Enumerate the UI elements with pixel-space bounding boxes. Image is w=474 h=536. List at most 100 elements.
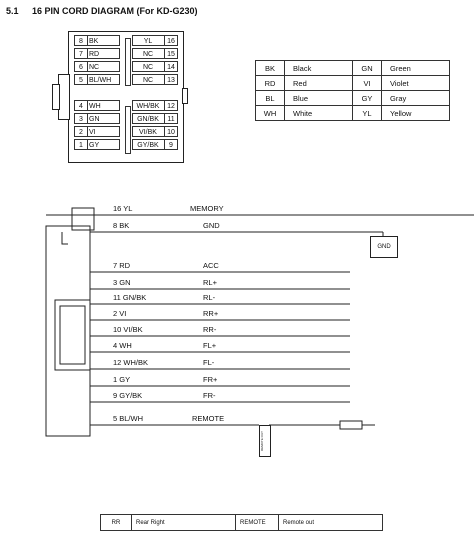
legend-color-name: Violet bbox=[381, 75, 450, 91]
legend-color-name: Gray bbox=[381, 90, 450, 106]
pin-color: VI/BK bbox=[139, 129, 157, 136]
pin-color: GY bbox=[89, 142, 100, 149]
legend-color-name: Yellow bbox=[381, 105, 450, 121]
pin-number: 6 bbox=[75, 62, 88, 71]
unit-top-plug bbox=[71, 207, 95, 231]
legend-color-name: Green bbox=[381, 60, 450, 76]
wire-pin-label: 16 YL bbox=[113, 204, 133, 213]
pin-color: NC bbox=[89, 64, 100, 71]
pin-number: 7 bbox=[75, 49, 88, 58]
pin-color: BL/WH bbox=[89, 77, 112, 84]
connector-pin-10: VI/BK 10 bbox=[132, 126, 178, 137]
section-number: 5.1 bbox=[6, 6, 19, 16]
pin-number: 8 bbox=[75, 36, 88, 45]
wire-function: FR+ bbox=[203, 375, 218, 384]
wire-pin-label: 12 WH/BK bbox=[113, 358, 149, 367]
legend-code: YL bbox=[352, 105, 382, 121]
pin-number: 2 bbox=[75, 127, 88, 136]
pin-color: GN bbox=[89, 116, 100, 123]
pin-color: NC bbox=[142, 64, 154, 71]
pin-number: 10 bbox=[164, 127, 177, 136]
unit-notch bbox=[61, 232, 68, 245]
pin-color: NC bbox=[142, 51, 154, 58]
connector-latch-inner bbox=[52, 84, 60, 110]
connector-center-slot bbox=[125, 38, 131, 86]
pin-color: NC bbox=[142, 77, 154, 84]
wire-pin-label: 9 GY/BK bbox=[113, 391, 143, 400]
connector-pin-15: NC 15 bbox=[132, 48, 178, 59]
pin-number: 1 bbox=[75, 140, 88, 149]
pin-number: 12 bbox=[164, 101, 177, 110]
wire-pin-label: 5 BL/WH bbox=[113, 414, 144, 423]
wire-function: REMOTE bbox=[192, 414, 225, 423]
wire-pin-label: 11 GN/BK bbox=[113, 293, 147, 302]
pin-number: 14 bbox=[164, 62, 177, 71]
pin-color: GN/BK bbox=[137, 116, 159, 123]
wire-function: RL- bbox=[203, 293, 216, 302]
remote-out-connector: REMOTE OUT bbox=[259, 425, 271, 457]
legend-code: WH bbox=[255, 105, 285, 121]
legend-color-name: Red bbox=[284, 75, 353, 91]
wire-pin-label: 7 RD bbox=[113, 261, 131, 270]
pin-number: 5 bbox=[75, 75, 88, 84]
legend-code: GY bbox=[352, 90, 382, 106]
abbreviation-table: RR Rear Right REMOTE Remote out bbox=[100, 514, 383, 531]
pin-number: 16 bbox=[164, 36, 177, 45]
legend-code: RD bbox=[255, 75, 285, 91]
pin-number: 9 bbox=[164, 140, 177, 149]
wire-function: RL+ bbox=[203, 278, 217, 287]
pin-number: 4 bbox=[75, 101, 88, 110]
pin-color: GY/BK bbox=[137, 142, 159, 149]
unit-connector-block bbox=[54, 299, 91, 371]
pin-color: VI bbox=[89, 129, 96, 136]
gnd-terminal: GND bbox=[370, 236, 398, 258]
wire-pin-label: 8 BK bbox=[113, 221, 130, 230]
wire-function: FL- bbox=[203, 358, 215, 367]
unit-body bbox=[45, 225, 91, 437]
abbr-name: Remote out bbox=[278, 514, 383, 531]
pin-color: WH bbox=[89, 103, 101, 110]
pin-color: BK bbox=[89, 38, 99, 45]
wire-pin-label: 4 WH bbox=[113, 341, 132, 350]
legend-code: VI bbox=[352, 75, 382, 91]
abbr-name: Rear Right bbox=[131, 514, 236, 531]
wire-pin-label: 2 VI bbox=[113, 309, 127, 318]
page-title: 5.1 16 PIN CORD DIAGRAM (For KD-G230) bbox=[6, 6, 198, 16]
head-unit-outline bbox=[45, 207, 95, 437]
wire-function: MEMORY bbox=[190, 204, 224, 213]
connector-pin-11: GN/BK 11 bbox=[132, 113, 178, 124]
connector-pin-9: GY/BK 9 bbox=[132, 139, 178, 150]
unit-connector-inner bbox=[59, 305, 86, 365]
connector-pin-14: NC 14 bbox=[132, 61, 178, 72]
wire-function: FL+ bbox=[203, 341, 217, 350]
connector-pin-13: NC 13 bbox=[132, 74, 178, 85]
section-title: 16 PIN CORD DIAGRAM (For KD-G230) bbox=[32, 6, 198, 16]
wire-function: RR+ bbox=[203, 309, 219, 318]
legend-color-name: Blue bbox=[284, 90, 353, 106]
pin-number: 3 bbox=[75, 114, 88, 123]
pin-number: 15 bbox=[164, 49, 177, 58]
legend-code: BL bbox=[255, 90, 285, 106]
pin-color: WH/BK bbox=[136, 103, 160, 110]
pin-color: YL bbox=[143, 38, 153, 45]
connector-pin-12: WH/BK 12 bbox=[132, 100, 178, 111]
wire-pin-label: 3 GN bbox=[113, 278, 131, 287]
abbr-code: RR bbox=[100, 514, 132, 531]
pin-color: RD bbox=[89, 51, 100, 58]
pin-number: 11 bbox=[164, 114, 177, 123]
abbr-code: REMOTE bbox=[235, 514, 279, 531]
pin-number: 13 bbox=[164, 75, 177, 84]
wire-pin-label: 10 VI/BK bbox=[113, 325, 143, 334]
connector-key bbox=[182, 88, 188, 104]
